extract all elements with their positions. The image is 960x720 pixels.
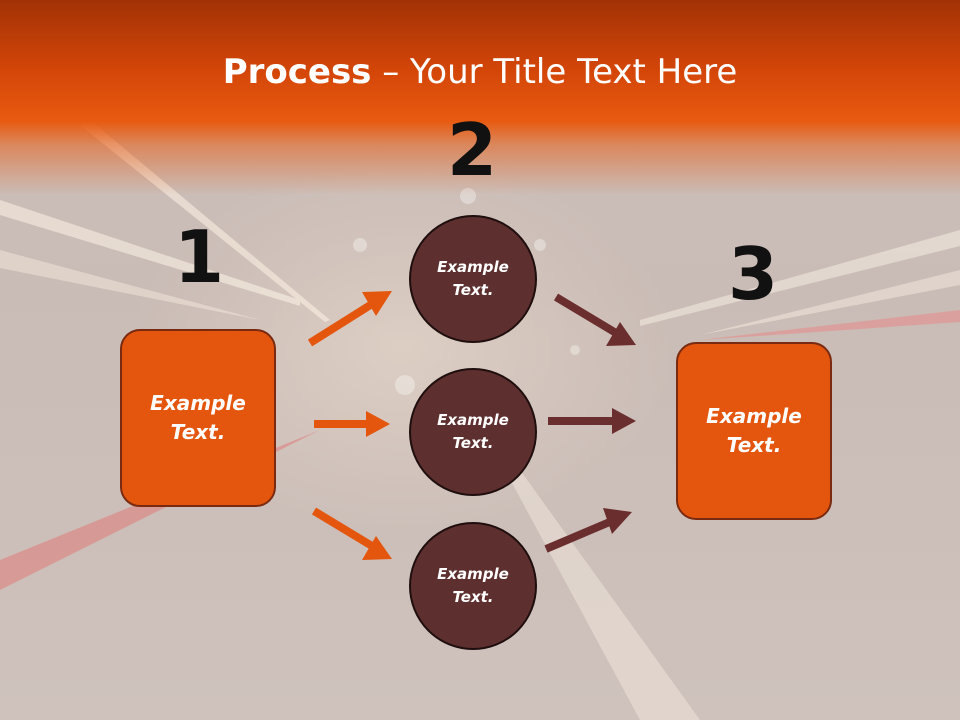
step-number-1: 1 [173, 215, 225, 299]
step3-box-label: Example Text. [706, 402, 802, 460]
title-band [0, 0, 960, 195]
step3-label-line1: Example [706, 404, 802, 428]
step1-box[interactable]: Example Text. [120, 329, 276, 507]
arrow-right-bottom [544, 508, 632, 553]
arrow-right-middle [548, 408, 636, 434]
circle-middle[interactable]: Example Text. [409, 368, 537, 496]
title-bold: Process [222, 52, 372, 92]
step-number-2: 2 [446, 108, 498, 192]
step3-box[interactable]: Example Text. [676, 342, 832, 520]
step3-label-line2: Text. [726, 433, 782, 457]
circle-bottom[interactable]: Example Text. [409, 522, 537, 650]
slide-title: Process – Your Title Text Here [0, 52, 960, 92]
circle-bottom-line2: Text. [452, 588, 494, 606]
circle-top-line1: Example [437, 258, 509, 276]
circle-middle-line2: Text. [452, 434, 494, 452]
arrow-left-middle [314, 411, 390, 437]
step-number-3: 3 [727, 232, 779, 316]
circle-bottom-line1: Example [437, 565, 509, 583]
step1-label-line1: Example [150, 391, 246, 415]
circle-top-label: Example Text. [437, 256, 509, 302]
circle-bottom-label: Example Text. [437, 563, 509, 609]
title-rest: – Your Title Text Here [371, 52, 738, 92]
circle-top[interactable]: Example Text. [409, 215, 537, 343]
arrow-right-top [553, 293, 636, 346]
step1-label-line2: Text. [170, 420, 226, 444]
step1-box-label: Example Text. [150, 389, 246, 447]
arrow-left-bottom [311, 507, 392, 560]
circle-middle-label: Example Text. [437, 409, 509, 455]
arrow-left-top [307, 291, 392, 347]
circle-middle-line1: Example [437, 411, 509, 429]
circle-top-line2: Text. [452, 281, 494, 299]
